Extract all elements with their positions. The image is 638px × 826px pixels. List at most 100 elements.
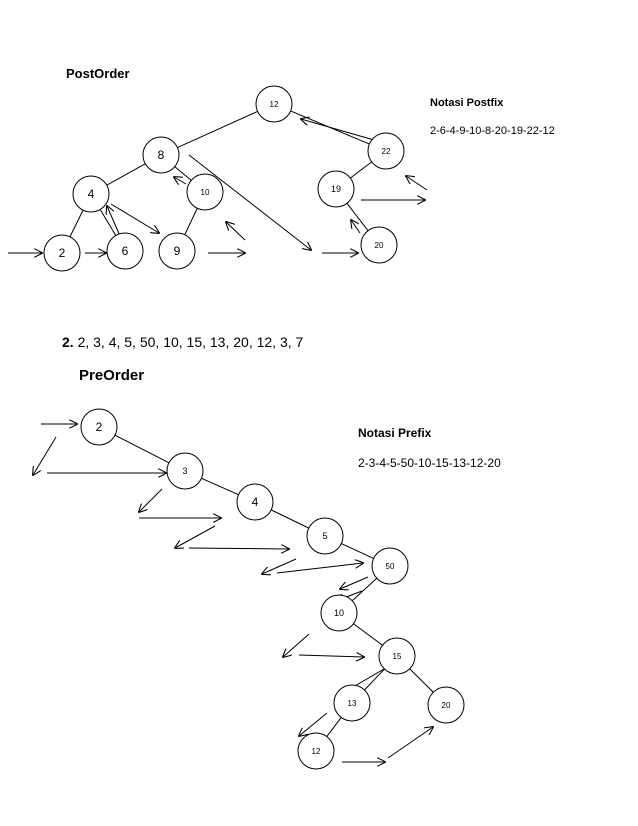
node-label: 10 [334,608,344,618]
node-circle [142,136,180,174]
tree-node-q3: 3 [166,452,204,490]
tree-edge-p10-p9 [184,208,198,235]
tree-node-p2: 2 [43,234,81,272]
node-label: 12 [312,747,321,756]
node-label: 20 [375,241,384,250]
problem-number: 2. [62,334,74,350]
tree-node-q50: 50 [371,547,409,585]
node-circle [427,686,465,724]
node-label: 9 [174,244,181,258]
tree-edge-q3-q4 [201,477,239,496]
node-circle [158,232,196,270]
traversal-arrow-8 [188,154,311,250]
prefix-notation-title: Notasi Prefix [358,426,432,440]
node-label: 19 [331,184,341,194]
node-circle [80,408,118,446]
preorder-heading: PreOrder [79,367,145,384]
node-label: 2 [96,420,103,434]
traversal-arrow-30 [387,727,433,759]
node-circle [166,452,204,490]
node-circle [72,175,110,213]
traversal-arrow-12 [406,176,428,191]
traversal-arrow-17 [139,488,163,512]
tree-node-p8: 8 [142,136,180,174]
postorder-heading: PostOrder [66,66,130,81]
traversal-arrow-15 [33,436,57,475]
traversal-arrow-4 [110,203,159,233]
node-label: 3 [182,466,187,476]
node-circle [378,637,416,675]
tree-edge-q13-q12 [326,717,342,737]
node-circle [186,173,224,211]
node-circle [320,594,358,632]
node-label: 4 [252,495,259,509]
tree-node-p19: 19 [317,170,355,208]
node-circle [236,483,274,521]
tree-node-p10: 10 [186,173,224,211]
problem-2-line: 2. 2, 3, 4, 5, 50, 10, 15, 13, 20, 12, 3… [62,334,303,350]
node-label: 6 [122,244,129,258]
tree-edge-p4-p6 [99,209,117,236]
node-label: 50 [386,562,395,571]
traversal-arrow-10 [351,220,361,234]
node-label: 20 [442,701,451,710]
node-circle [255,85,293,123]
tree-node-q2: 2 [80,408,118,446]
node-label: 13 [348,699,357,708]
traversal-arrow-20 [188,548,289,549]
node-label: 15 [393,652,402,661]
postfix-notation-title: Notasi Postfix [430,97,504,109]
node-circle [297,732,335,770]
tree-edge-p8-p4 [106,163,146,186]
traversal-arrow-13 [301,119,375,141]
tree-node-q12: 12 [297,732,335,770]
node-circle [367,132,405,170]
node-label: 2 [59,246,66,260]
postfix-notation-value: 2-6-4-9-10-8-20-19-22-12 [430,125,555,137]
tree-edge-q15-q13 [364,668,385,691]
tree-edge-q10-q15 [353,623,383,646]
traversal-arrow-7 [174,177,187,184]
traversal-arrow-23 [340,576,369,589]
tree-edge-q15-q20 [409,668,434,693]
node-label: 10 [201,188,210,197]
node-circle [371,547,409,585]
tree-node-q20: 20 [427,686,465,724]
tree-node-p20: 20 [360,226,398,264]
node-label: 22 [382,147,391,156]
traversal-arrows [8,119,433,762]
problem-sequence: 2, 3, 4, 5, 50, 10, 15, 13, 20, 12, 3, 7 [77,334,304,350]
node-circle [306,517,344,555]
node-label: 12 [270,100,279,109]
tree-edge-p19-p20 [346,202,369,232]
tree-node-p6: 6 [106,232,144,270]
traversal-arrow-25 [283,633,310,657]
tree-node-q4: 4 [236,483,274,521]
node-label: 4 [88,187,95,201]
traversal-arrow-26 [298,655,364,657]
tree-edge-q4-q5 [270,509,310,529]
tree-node-q15: 15 [378,637,416,675]
node-circle [43,234,81,272]
tree-edge-q50-q10 [351,577,378,602]
traversal-arrow-19 [175,525,216,548]
traversal-arrow-6 [226,222,246,241]
node-circle [317,170,355,208]
tree-edges [69,110,434,737]
node-circle [106,232,144,270]
tree-edge-p12-p8 [177,110,258,149]
node-circle [360,226,398,264]
node-label: 8 [158,148,165,162]
tree-edge-p22-p19 [350,161,372,179]
tree-node-p12: 12 [255,85,293,123]
tree-node-p4: 4 [72,175,110,213]
tree-edge-q5-q50 [341,543,374,559]
tree-edge-q2-q3 [114,434,170,464]
tree-node-p22: 22 [367,132,405,170]
node-circle [333,684,371,722]
tree-node-p9: 9 [158,232,196,270]
traversal-arrow-21 [262,558,297,574]
traversal-arrow-3 [107,206,121,237]
